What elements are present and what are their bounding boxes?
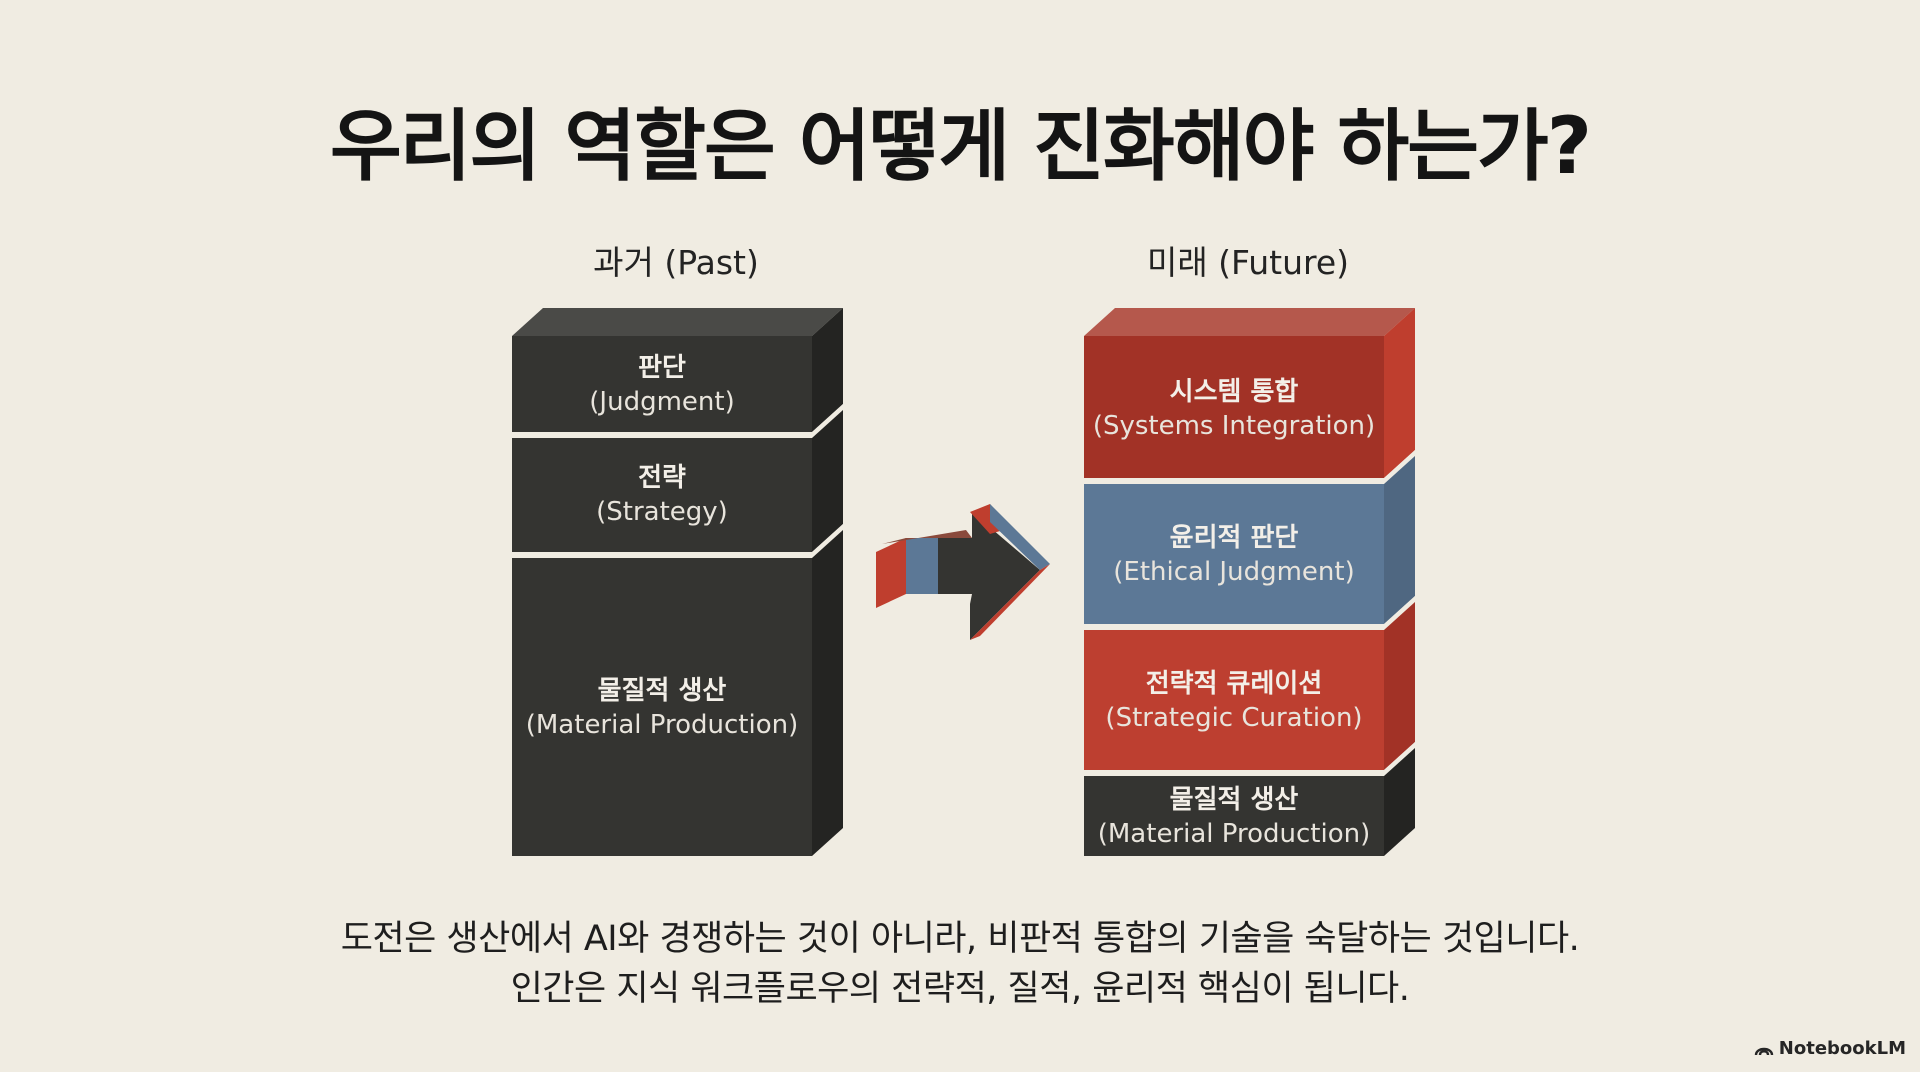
- past-block-strategy: [512, 438, 812, 552]
- future-block-ethical-judgment-side: [1384, 456, 1415, 624]
- future-strategic-curation-en: (Strategic Curation): [1105, 703, 1363, 733]
- future-material-production-ko: 물질적 생산: [1169, 785, 1299, 815]
- arrow-shaft-dark-segment: [938, 538, 972, 594]
- future-strategic-curation-ko: 전략적 큐레이션: [1145, 669, 1323, 699]
- past-judgment-en: (Judgment): [589, 387, 735, 417]
- arrow-shaft-top-face: [882, 530, 972, 544]
- transition-arrow-icon: [876, 504, 1050, 640]
- past-column-label: 과거 (Past): [593, 243, 759, 282]
- future-material-production-en: (Material Production): [1097, 819, 1371, 849]
- future-separator-2-side: [1384, 596, 1415, 630]
- past-judgment-label: 판단 (Judgment): [512, 351, 812, 419]
- past-block-strategy-side: [812, 410, 843, 552]
- future-ethical-judgment-en: (Ethical Judgment): [1113, 557, 1355, 587]
- future-separator-3-side: [1384, 742, 1415, 776]
- future-strategic-curation-label: 전략적 큐레이션 (Strategic Curation): [1084, 667, 1384, 735]
- arrow-head-red-bottom: [970, 564, 1050, 640]
- past-block-judgment: [512, 336, 812, 432]
- caption-line-2: 인간은 지식 워크플로우의 전략적, 질적, 윤리적 핵심이 됩니다.: [510, 969, 1410, 1009]
- future-block-systems-integration: [1084, 336, 1384, 478]
- past-material-production-label: 물질적 생산 (Material Production): [512, 674, 812, 742]
- future-block-strategic-curation: [1084, 630, 1384, 770]
- future-ethical-judgment-ko: 윤리적 판단: [1169, 523, 1299, 553]
- future-separator-2: [1084, 624, 1384, 630]
- future-systems-integration-en: (Systems Integration): [1092, 411, 1376, 441]
- arrow-head-blue-bevel: [990, 504, 1050, 570]
- caption-line-1: 도전은 생산에서 AI와 경쟁하는 것이 아니라, 비판적 통합의 기술을 숙달…: [340, 919, 1580, 959]
- future-systems-integration-ko: 시스템 통합: [1169, 377, 1299, 407]
- future-column-label: 미래 (Future): [1146, 243, 1350, 282]
- past-material-production-en: (Material Production): [525, 710, 799, 740]
- past-separator-2: [512, 552, 812, 558]
- future-stack: [1084, 308, 1415, 856]
- past-block-judgment-side: [812, 308, 843, 432]
- past-strategy-en: (Strategy): [596, 497, 728, 527]
- future-material-production-label: 물질적 생산 (Material Production): [1084, 783, 1384, 851]
- future-separator-1-side: [1384, 450, 1415, 484]
- arrow-shaft-blue-segment: [906, 538, 938, 594]
- future-block-material-production: [1084, 776, 1384, 856]
- future-separator-1: [1084, 478, 1384, 484]
- past-strategy-ko: 전략: [638, 463, 686, 493]
- past-block-material-production: [512, 558, 812, 856]
- future-separator-3: [1084, 770, 1384, 776]
- future-block-material-production-side: [1384, 748, 1415, 856]
- past-separator-2-side: [812, 524, 843, 558]
- past-block-material-production-side: [812, 530, 843, 856]
- past-strategy-label: 전략 (Strategy): [512, 461, 812, 529]
- future-block-strategic-curation-side: [1384, 602, 1415, 770]
- future-ethical-judgment-label: 윤리적 판단 (Ethical Judgment): [1084, 521, 1384, 589]
- future-block-systems-integration-side: [1384, 308, 1415, 478]
- past-judgment-ko: 판단: [638, 353, 686, 383]
- arrow-shaft-red-segment: [876, 538, 906, 608]
- past-stack-top-face: [512, 308, 843, 336]
- future-block-ethical-judgment: [1084, 484, 1384, 624]
- past-separator-1-side: [812, 404, 843, 438]
- notebooklm-logo-icon: [1754, 1047, 1773, 1055]
- notebooklm-brand: NotebookLM: [1754, 1038, 1906, 1059]
- past-stack: [512, 308, 843, 856]
- arrow-head-front: [970, 512, 1040, 640]
- brand-name: NotebookLM: [1778, 1038, 1906, 1059]
- past-material-production-ko: 물질적 생산: [597, 676, 727, 706]
- past-separator-1: [512, 432, 812, 438]
- slide-title: 우리의 역할은 어떻게 진화해야 하는가?: [329, 102, 1592, 192]
- future-stack-top-face: [1084, 308, 1415, 336]
- future-systems-integration-label: 시스템 통합 (Systems Integration): [1084, 375, 1384, 443]
